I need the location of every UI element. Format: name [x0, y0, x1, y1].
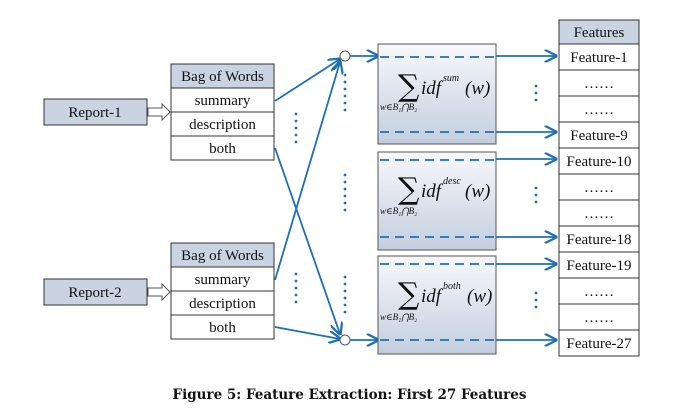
feature-row-cell — [558, 199, 640, 227]
report-1-hollow-arrow — [147, 102, 171, 122]
summation-icon: ∑ — [398, 69, 420, 104]
feature-row-cell — [558, 225, 640, 253]
formula-box-sum: ∑ idf sum (w) w∈B₁⋂B₂ — [377, 43, 497, 145]
figure-caption: Figure 5: Feature Extraction: First 27 F… — [173, 387, 527, 403]
formula-func: idf — [421, 78, 444, 99]
bag-row-both: both — [209, 320, 236, 336]
ellipsis-dots-features — [534, 84, 538, 309]
ellipsis-dots-middle — [343, 73, 347, 314]
bag-row-description: description — [189, 296, 256, 312]
feature-row-label: Feature-19 — [567, 258, 632, 274]
formula-arg: (w) — [465, 78, 490, 99]
formula-sup: desc — [443, 176, 461, 187]
feature-row-label: Feature-10 — [567, 154, 632, 170]
feature-row-label: …… — [584, 284, 614, 300]
formula-arg: (w) — [465, 181, 490, 202]
formula-sup: sum — [443, 73, 459, 84]
feature-row-label: …… — [584, 310, 614, 326]
feature-row-label: …… — [584, 102, 614, 118]
summation-icon: ∑ — [398, 277, 420, 312]
bag-of-words-title: Bag of Words — [181, 69, 264, 85]
bag-of-words-table-1: Bag of Words summary description both — [170, 63, 275, 161]
bag-of-words-title: Bag of Words — [181, 248, 264, 264]
summation-icon: ∑ — [398, 172, 420, 207]
feature-row-cell — [558, 43, 640, 71]
junction-circle-bottom — [339, 334, 351, 346]
ellipsis-dots-bag-2 — [294, 272, 298, 304]
bag-row-summary: summary — [195, 93, 251, 109]
bag-row-both: both — [209, 141, 236, 157]
report-2-box: Report-2 — [43, 278, 148, 306]
features-table: Features Feature-1 …… …… Feature-9Feature-1… — [558, 19, 640, 357]
feature-row-label: Feature-18 — [567, 232, 632, 248]
feature-row-cell — [558, 277, 640, 305]
feature-row-cell — [558, 251, 640, 279]
feature-row-label: Feature-27 — [567, 336, 632, 352]
bag-of-words-table-2: Bag of Words summary description both — [170, 242, 275, 340]
formula-sup: both — [443, 281, 461, 292]
feature-row-cell — [558, 329, 640, 357]
bag-connections — [274, 59, 340, 339]
bag-row-summary: summary — [195, 272, 251, 288]
feature-row-cell — [558, 69, 640, 97]
feature-row-label: Feature-9 — [570, 128, 627, 144]
feature-row-cell — [558, 303, 640, 331]
report-2-label: Report-2 — [68, 285, 121, 301]
feature-row-label: …… — [584, 76, 614, 92]
feature-row-label: …… — [584, 206, 614, 222]
feature-arrows — [496, 56, 556, 340]
formula-sub: w∈B₁⋂B₂ — [380, 312, 417, 322]
ellipsis-dots-bag-1 — [294, 112, 298, 144]
report-2-hollow-arrow — [147, 282, 171, 302]
formula-func: idf — [421, 181, 444, 202]
features-header: Features — [574, 25, 625, 41]
feature-row-label: …… — [584, 180, 614, 196]
formula-arg: (w) — [467, 286, 492, 307]
bag-row-description: description — [189, 117, 256, 133]
formula-sub: w∈B₁⋂B₂ — [380, 206, 417, 216]
formula-box-both: ∑ idf both (w) w∈B₁⋂B₂ — [377, 255, 497, 355]
formula-box-desc: ∑ idf desc (w) w∈B₁⋂B₂ — [377, 151, 497, 251]
formula-func: idf — [421, 286, 444, 307]
junction-circle-top — [339, 50, 351, 62]
report-1-label: Report-1 — [68, 105, 121, 121]
feature-row-label: Feature-1 — [570, 50, 627, 66]
formula-sub: w∈B₁⋂B₂ — [380, 102, 417, 112]
report-1-box: Report-1 — [43, 98, 148, 126]
